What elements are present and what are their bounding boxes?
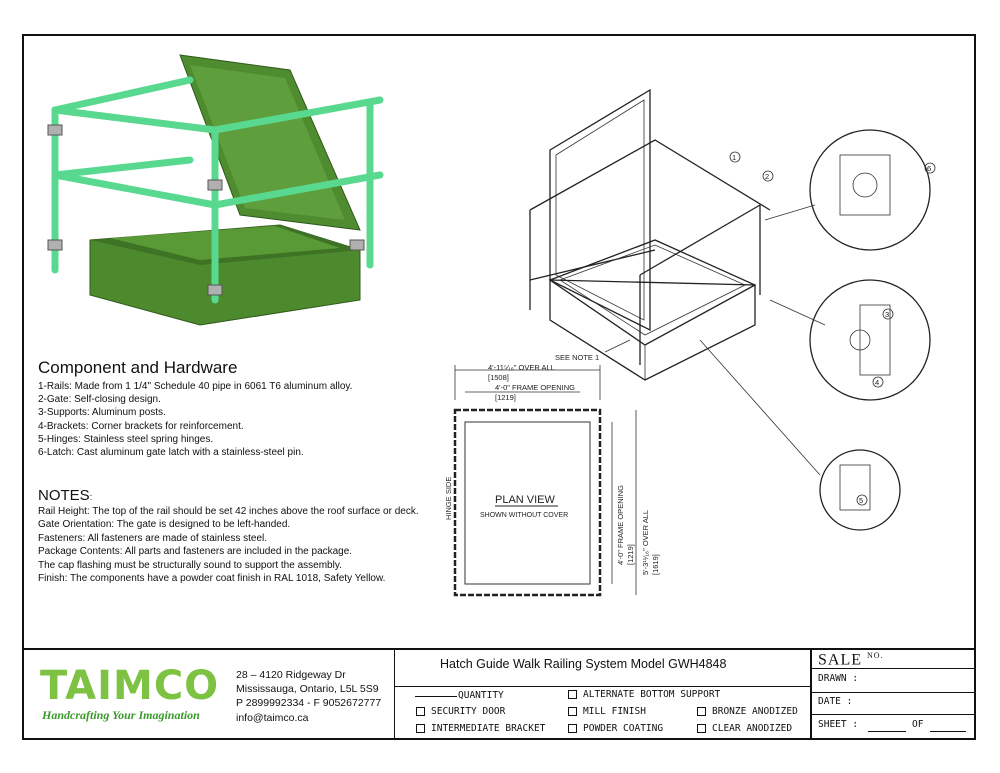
option-intermediate-bracket[interactable]: INTERMEDIATE BRACKET: [416, 723, 545, 734]
notes-title-colon: :: [89, 492, 93, 502]
frame-height-mm: [1219]: [626, 544, 635, 565]
component-item: 5-Hinges: Stainless steel spring hinges.: [38, 433, 214, 445]
plan-view: 4'-11⁵⁄₁₆" OVER ALL [1508] 4'-0" FRAME O…: [444, 363, 660, 597]
quantity-label: QUANTITY: [458, 690, 504, 701]
drawing-title: Hatch Guide Walk Railing System Model GW…: [440, 657, 727, 671]
sheet-total-line: [930, 731, 966, 732]
option-label: INTERMEDIATE BRACKET: [431, 723, 546, 734]
frame-width-mm: [1219]: [495, 393, 516, 402]
plan-view-subtitle: SHOWN WITHOUT COVER: [480, 512, 568, 519]
title-block-separator-left: [394, 648, 395, 740]
hinge-side-label: HINGE SIDE: [444, 477, 453, 520]
components-list: 1-Rails: Made from 1 1/4" Schedule 40 pi…: [38, 380, 352, 459]
plan-view-title: PLAN VIEW: [495, 494, 556, 506]
title-block-separator-mid: [394, 686, 810, 687]
option-label: CLEAR ANODIZED: [712, 723, 793, 734]
checkbox[interactable]: [697, 724, 706, 733]
note-item: Rail Height: The top of the rail should …: [38, 506, 419, 517]
frame-width-dim: 4'-0" FRAME OPENING: [495, 383, 575, 392]
isometric-drawing: 1 2 SEE NOTE 1: [529, 88, 774, 381]
checkbox[interactable]: [568, 690, 577, 699]
address-line: Mississauga, Ontario, L5L 5S9: [236, 683, 379, 696]
note-item: Gate Orientation: The gate is designed t…: [38, 519, 291, 531]
callout-2: 2: [765, 172, 769, 181]
quantity-text: QUANTITY: [458, 690, 504, 701]
date-field: DATE :: [818, 696, 853, 707]
overall-height-mm: [1619]: [651, 554, 660, 575]
option-security-door[interactable]: SECURITY DOOR: [416, 706, 505, 717]
note-item: Finish: The components have a powder coa…: [38, 573, 386, 585]
component-item: 2-Gate: Self-closing design.: [38, 394, 161, 406]
of-label: OF: [912, 719, 924, 730]
sale-no-label: NO.: [867, 651, 884, 660]
overall-width-dim: 4'-11⁵⁄₁₆" OVER ALL: [488, 363, 555, 372]
option-alternate-bottom-support[interactable]: ALTERNATE BOTTOM SUPPORT: [568, 689, 720, 700]
sale-rule-3: [810, 714, 976, 715]
option-label: ALTERNATE BOTTOM SUPPORT: [583, 689, 721, 700]
checkbox[interactable]: [416, 707, 425, 716]
callout-5: 5: [859, 496, 863, 505]
option-clear-anodized[interactable]: CLEAR ANODIZED: [697, 723, 792, 734]
drawing-sheet: [22, 34, 976, 740]
notes-list: Rail Height: The top of the rail should …: [38, 505, 419, 585]
checkbox[interactable]: [416, 724, 425, 733]
sheet-number-line: [868, 731, 906, 732]
checkbox[interactable]: [568, 724, 577, 733]
frame-height-dim: 4'-0" FRAME OPENING: [616, 485, 625, 565]
sale-rule-2: [810, 692, 976, 693]
callout-1: 1: [732, 153, 736, 162]
sale-rule-1: [810, 668, 976, 669]
phone-line: P 2899992334 - F 9052672777: [236, 697, 382, 710]
drawn-field: DRAWN :: [818, 673, 859, 684]
note-item: Package Contents: All parts and fastener…: [38, 546, 353, 558]
checkbox[interactable]: [697, 707, 706, 716]
logo-tagline: Handcrafting Your Imagination: [42, 708, 200, 722]
note-item: Fasteners: All fasteners are made of sta…: [38, 532, 267, 544]
sheet-field: SHEET :: [818, 719, 859, 730]
checkbox[interactable]: [568, 707, 577, 716]
note-item: The cap flashing must be structurally so…: [38, 559, 342, 571]
option-label: MILL FINISH: [583, 706, 646, 717]
callout-4: 4: [875, 378, 879, 387]
see-note-label: SEE NOTE 1: [555, 353, 599, 362]
overall-height-dim: 5'-3¹¹⁄₁₆" OVER ALL: [641, 510, 650, 575]
quantity-line: [415, 696, 457, 697]
taimco-logo: TAIMCO: [40, 666, 219, 706]
notes-title-text: NOTES: [38, 487, 90, 504]
option-label: SECURITY DOOR: [431, 706, 506, 717]
logo-wordmark: TAIMCO: [40, 663, 220, 709]
option-bronze-anodized[interactable]: BRONZE ANODIZED: [697, 706, 798, 717]
company-address: 28 – 4120 Ridgeway Dr Mississauga, Ontar…: [236, 668, 381, 725]
notes-title: NOTES:: [38, 487, 92, 504]
callout-6: 6: [927, 164, 931, 173]
component-item: 3-Supports: Aluminum posts.: [38, 407, 166, 419]
sale-number: SALE NO.: [818, 651, 884, 669]
title-block-divider: [24, 648, 974, 650]
product-render: [47, 54, 384, 326]
detail-views: 6 3 4 5: [699, 129, 936, 531]
component-item: 4-Brackets: Corner brackets for reinforc…: [38, 420, 244, 432]
option-powder-coating[interactable]: POWDER COATING: [568, 723, 663, 734]
option-label: BRONZE ANODIZED: [712, 706, 798, 717]
sale-label: SALE: [818, 651, 862, 669]
email-link[interactable]: info@taimco.ca: [236, 711, 309, 724]
title-block-separator-right: [810, 648, 812, 740]
component-item: 6-Latch: Cast aluminum gate latch with a…: [38, 447, 304, 459]
components-title: Component and Hardware: [38, 358, 238, 377]
callout-3: 3: [885, 310, 889, 319]
component-item: 1-Rails: Made from 1 1/4" Schedule 40 pi…: [38, 381, 353, 392]
address-line: 28 – 4120 Ridgeway Dr: [236, 669, 346, 681]
option-mill-finish[interactable]: MILL FINISH: [568, 706, 646, 717]
overall-width-mm: [1508]: [488, 373, 509, 382]
option-label: POWDER COATING: [583, 723, 664, 734]
